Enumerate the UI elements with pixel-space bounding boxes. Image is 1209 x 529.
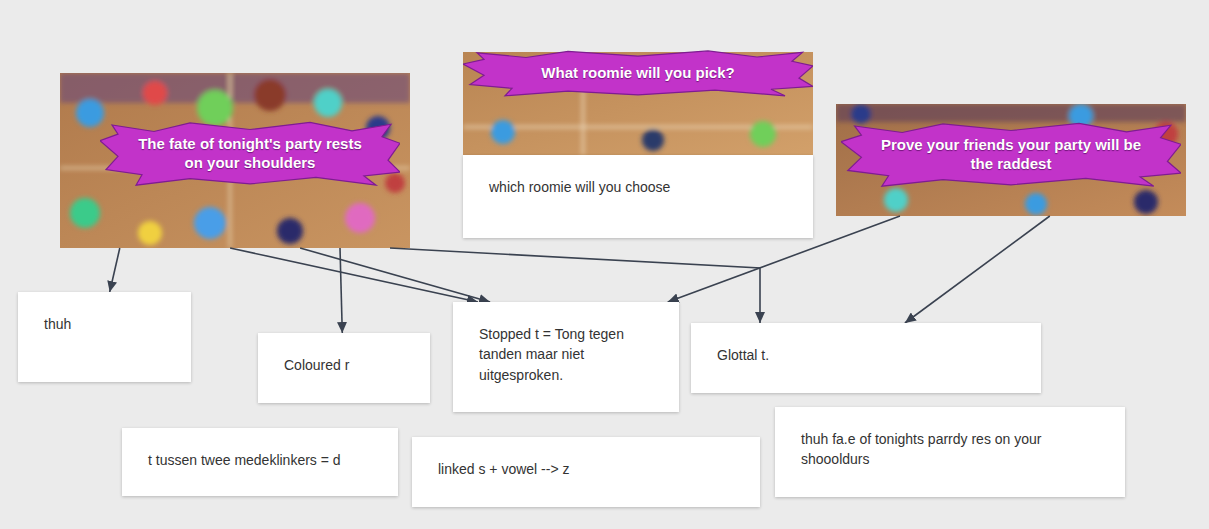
decoration (143, 81, 167, 105)
note-card: Coloured r (258, 333, 430, 403)
decoration (1025, 193, 1047, 215)
note-card: which roomie will you choose (463, 155, 813, 238)
decoration (1134, 190, 1158, 214)
note-text: linked s + vowel --> z (438, 459, 734, 479)
decoration (345, 203, 375, 233)
note-text: Coloured r (284, 355, 404, 375)
decoration (851, 104, 871, 124)
banner-text: What roomie will you pick? (493, 64, 783, 83)
decoration (76, 99, 104, 127)
banner-outline (841, 123, 1181, 186)
floor (60, 73, 410, 248)
note-text: t tussen twee medeklinkers = d (148, 450, 372, 470)
decoration (138, 221, 162, 245)
banner-text: The fate of tonight's party rests on you… (130, 135, 370, 173)
decoration (836, 104, 1186, 122)
arrow-connector (340, 248, 342, 333)
note-card: thuh fa.e of tonights parrdy res on your… (775, 407, 1125, 497)
decoration (491, 120, 515, 144)
decoration (750, 121, 776, 147)
title-banner: Prove your friends your party will be th… (841, 122, 1181, 188)
screenshot-frame: Prove your friends your party will be th… (836, 104, 1186, 216)
note-card: linked s + vowel --> z (412, 437, 760, 507)
note-card: Stopped t = Tong tegen tanden maar niet … (453, 302, 679, 412)
decoration (70, 198, 100, 228)
decoration (385, 173, 405, 193)
note-card: thuh (18, 292, 191, 382)
arrow-connector (300, 248, 490, 302)
decoration (277, 218, 303, 244)
note-card: Glottal t. (691, 323, 1041, 393)
note-text: thuh (44, 314, 165, 334)
decoration (314, 89, 342, 117)
decoration (60, 73, 410, 103)
note-text: thuh fa.e of tonights parrdy res on your… (801, 429, 1099, 470)
banner-text: Prove your friends your party will be th… (871, 136, 1151, 174)
screenshot-frame: The fate of tonight's party rests on you… (60, 73, 410, 248)
title-banner: The fate of tonight's party rests on you… (100, 121, 400, 187)
arrow-connector (230, 248, 478, 302)
decoration (194, 207, 226, 239)
arrow-connector (110, 248, 120, 292)
arrow-connector (905, 216, 1050, 323)
note-text: Glottal t. (717, 345, 1015, 365)
note-text: Stopped t = Tong tegen tanden maar niet … (479, 324, 653, 385)
decoration (884, 188, 908, 212)
decoration (254, 79, 286, 111)
floor (836, 104, 1186, 216)
decoration (642, 129, 664, 151)
banner-outline (463, 51, 813, 96)
screenshot-frame: What roomie will you pick? (463, 52, 813, 155)
note-text: which roomie will you choose (489, 177, 787, 197)
note-card: t tussen twee medeklinkers = d (122, 428, 398, 496)
banner-outline (100, 122, 400, 185)
blurred-figures (836, 104, 1186, 215)
blurred-figures (60, 73, 410, 248)
title-banner: What roomie will you pick? (463, 50, 813, 97)
decoration (197, 90, 233, 126)
